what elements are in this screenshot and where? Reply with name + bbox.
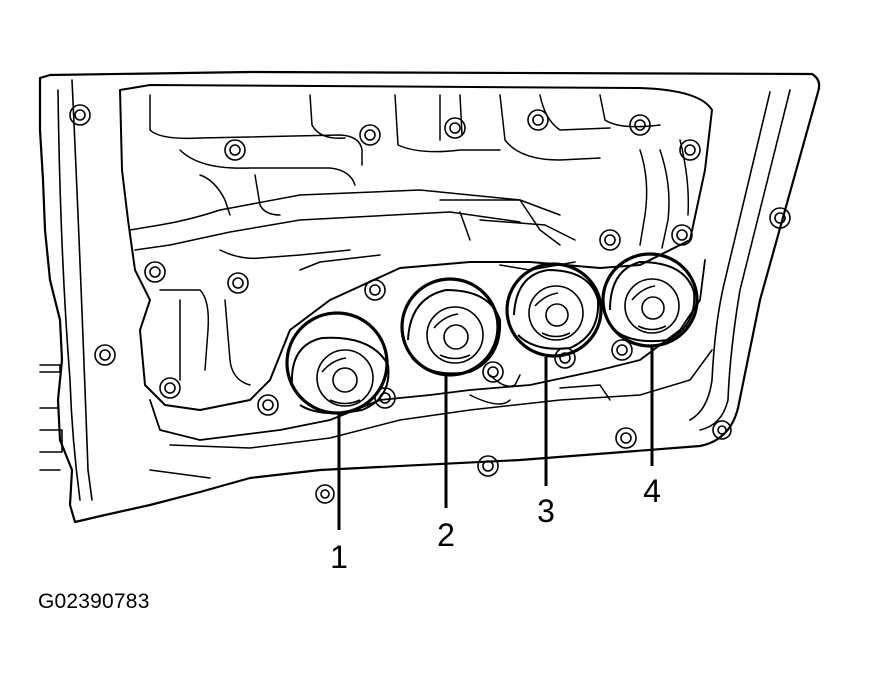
solenoid-1: [285, 311, 390, 415]
solenoid-4: [601, 252, 699, 348]
callout-label-3: 3: [537, 493, 555, 529]
mounting-bolts: [69, 104, 791, 504]
callout-label-2: 2: [437, 517, 455, 553]
callout-label-1: 1: [330, 539, 348, 575]
solenoid-2: [400, 277, 502, 377]
callout-label-4: 4: [643, 473, 661, 509]
figure-id: G02390783: [38, 590, 150, 613]
solenoid-3: [505, 262, 603, 358]
lower-cavity-outline: [149, 259, 706, 441]
case-outline: [38, 70, 821, 524]
